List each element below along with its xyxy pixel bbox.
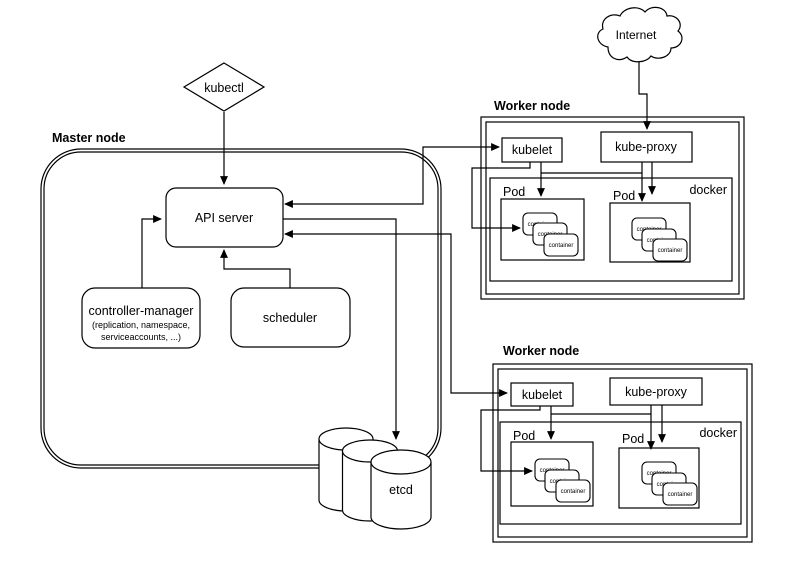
worker1-title: Worker node — [494, 99, 570, 113]
container-label: container — [658, 248, 683, 254]
worker2-pod1-label: Pod — [513, 429, 535, 443]
container-box — [662, 482, 698, 506]
controller-manager-label: controller-manager — [89, 304, 194, 318]
controller-manager-sub1: (replication, namespace, — [92, 320, 190, 330]
edge-apiserver-kubelet-worker1 — [284, 143, 500, 208]
scheduler-label: scheduler — [263, 311, 317, 325]
worker1-pod1-label: Pod — [503, 185, 525, 199]
container-box — [652, 238, 688, 262]
worker1-pod1-containers: container container container — [522, 212, 579, 257]
edge-scheduler-to-apiserver — [220, 249, 291, 288]
worker2-kubelet-box — [510, 382, 574, 407]
controller-manager-box — [81, 287, 201, 349]
worker1-kube-proxy-label: kube-proxy — [615, 140, 678, 154]
worker2-kube-proxy-box — [609, 377, 703, 406]
worker1-kube-proxy-box — [600, 131, 693, 163]
container-box — [543, 233, 579, 257]
worker1-pod2-containers: container container container — [631, 217, 688, 262]
api-server-label: API server — [195, 211, 253, 225]
edge-controller-manager-to-apiserver — [141, 215, 162, 288]
worker2-kubelet-label: kubelet — [522, 388, 563, 402]
container-label: container — [561, 489, 586, 495]
edge-apiserver-kubelet-worker2 — [284, 230, 508, 397]
container-label: container — [668, 492, 693, 498]
edge-internet-to-kube-proxy — [638, 62, 651, 130]
etcd-cylinder-front-top — [370, 449, 432, 475]
api-server-box — [165, 187, 284, 248]
master-node-title: Master node — [52, 131, 126, 145]
container-label: container — [549, 243, 574, 249]
etcd-label: etcd — [389, 483, 413, 497]
etcd-cylinders — [318, 427, 432, 530]
controller-manager-sub2: serviceaccounts, ...) — [101, 332, 181, 342]
worker1-pod2-label: Pod — [613, 189, 635, 203]
edge-worker1-kubelet-to-container — [471, 162, 531, 232]
worker2-docker-label: docker — [699, 426, 737, 440]
worker2-pod2-containers: container container container — [641, 461, 698, 506]
internet-cloud — [597, 6, 683, 63]
kubectl-diamond — [182, 62, 266, 112]
worker1-kubelet-label: kubelet — [512, 143, 553, 157]
worker2-pod1-containers: container container container — [534, 458, 591, 503]
worker2-pod2-label: Pod — [622, 432, 644, 446]
internet-label: Internet — [616, 28, 657, 42]
worker1-kubelet-box — [501, 137, 563, 163]
worker2-kube-proxy-label: kube-proxy — [625, 385, 688, 399]
edge-worker2-kubelet-to-container — [480, 406, 541, 475]
worker1-docker-label: docker — [689, 183, 727, 197]
kubectl-label: kubectl — [204, 81, 244, 95]
container-box — [555, 479, 591, 503]
worker2-title: Worker node — [503, 344, 579, 358]
